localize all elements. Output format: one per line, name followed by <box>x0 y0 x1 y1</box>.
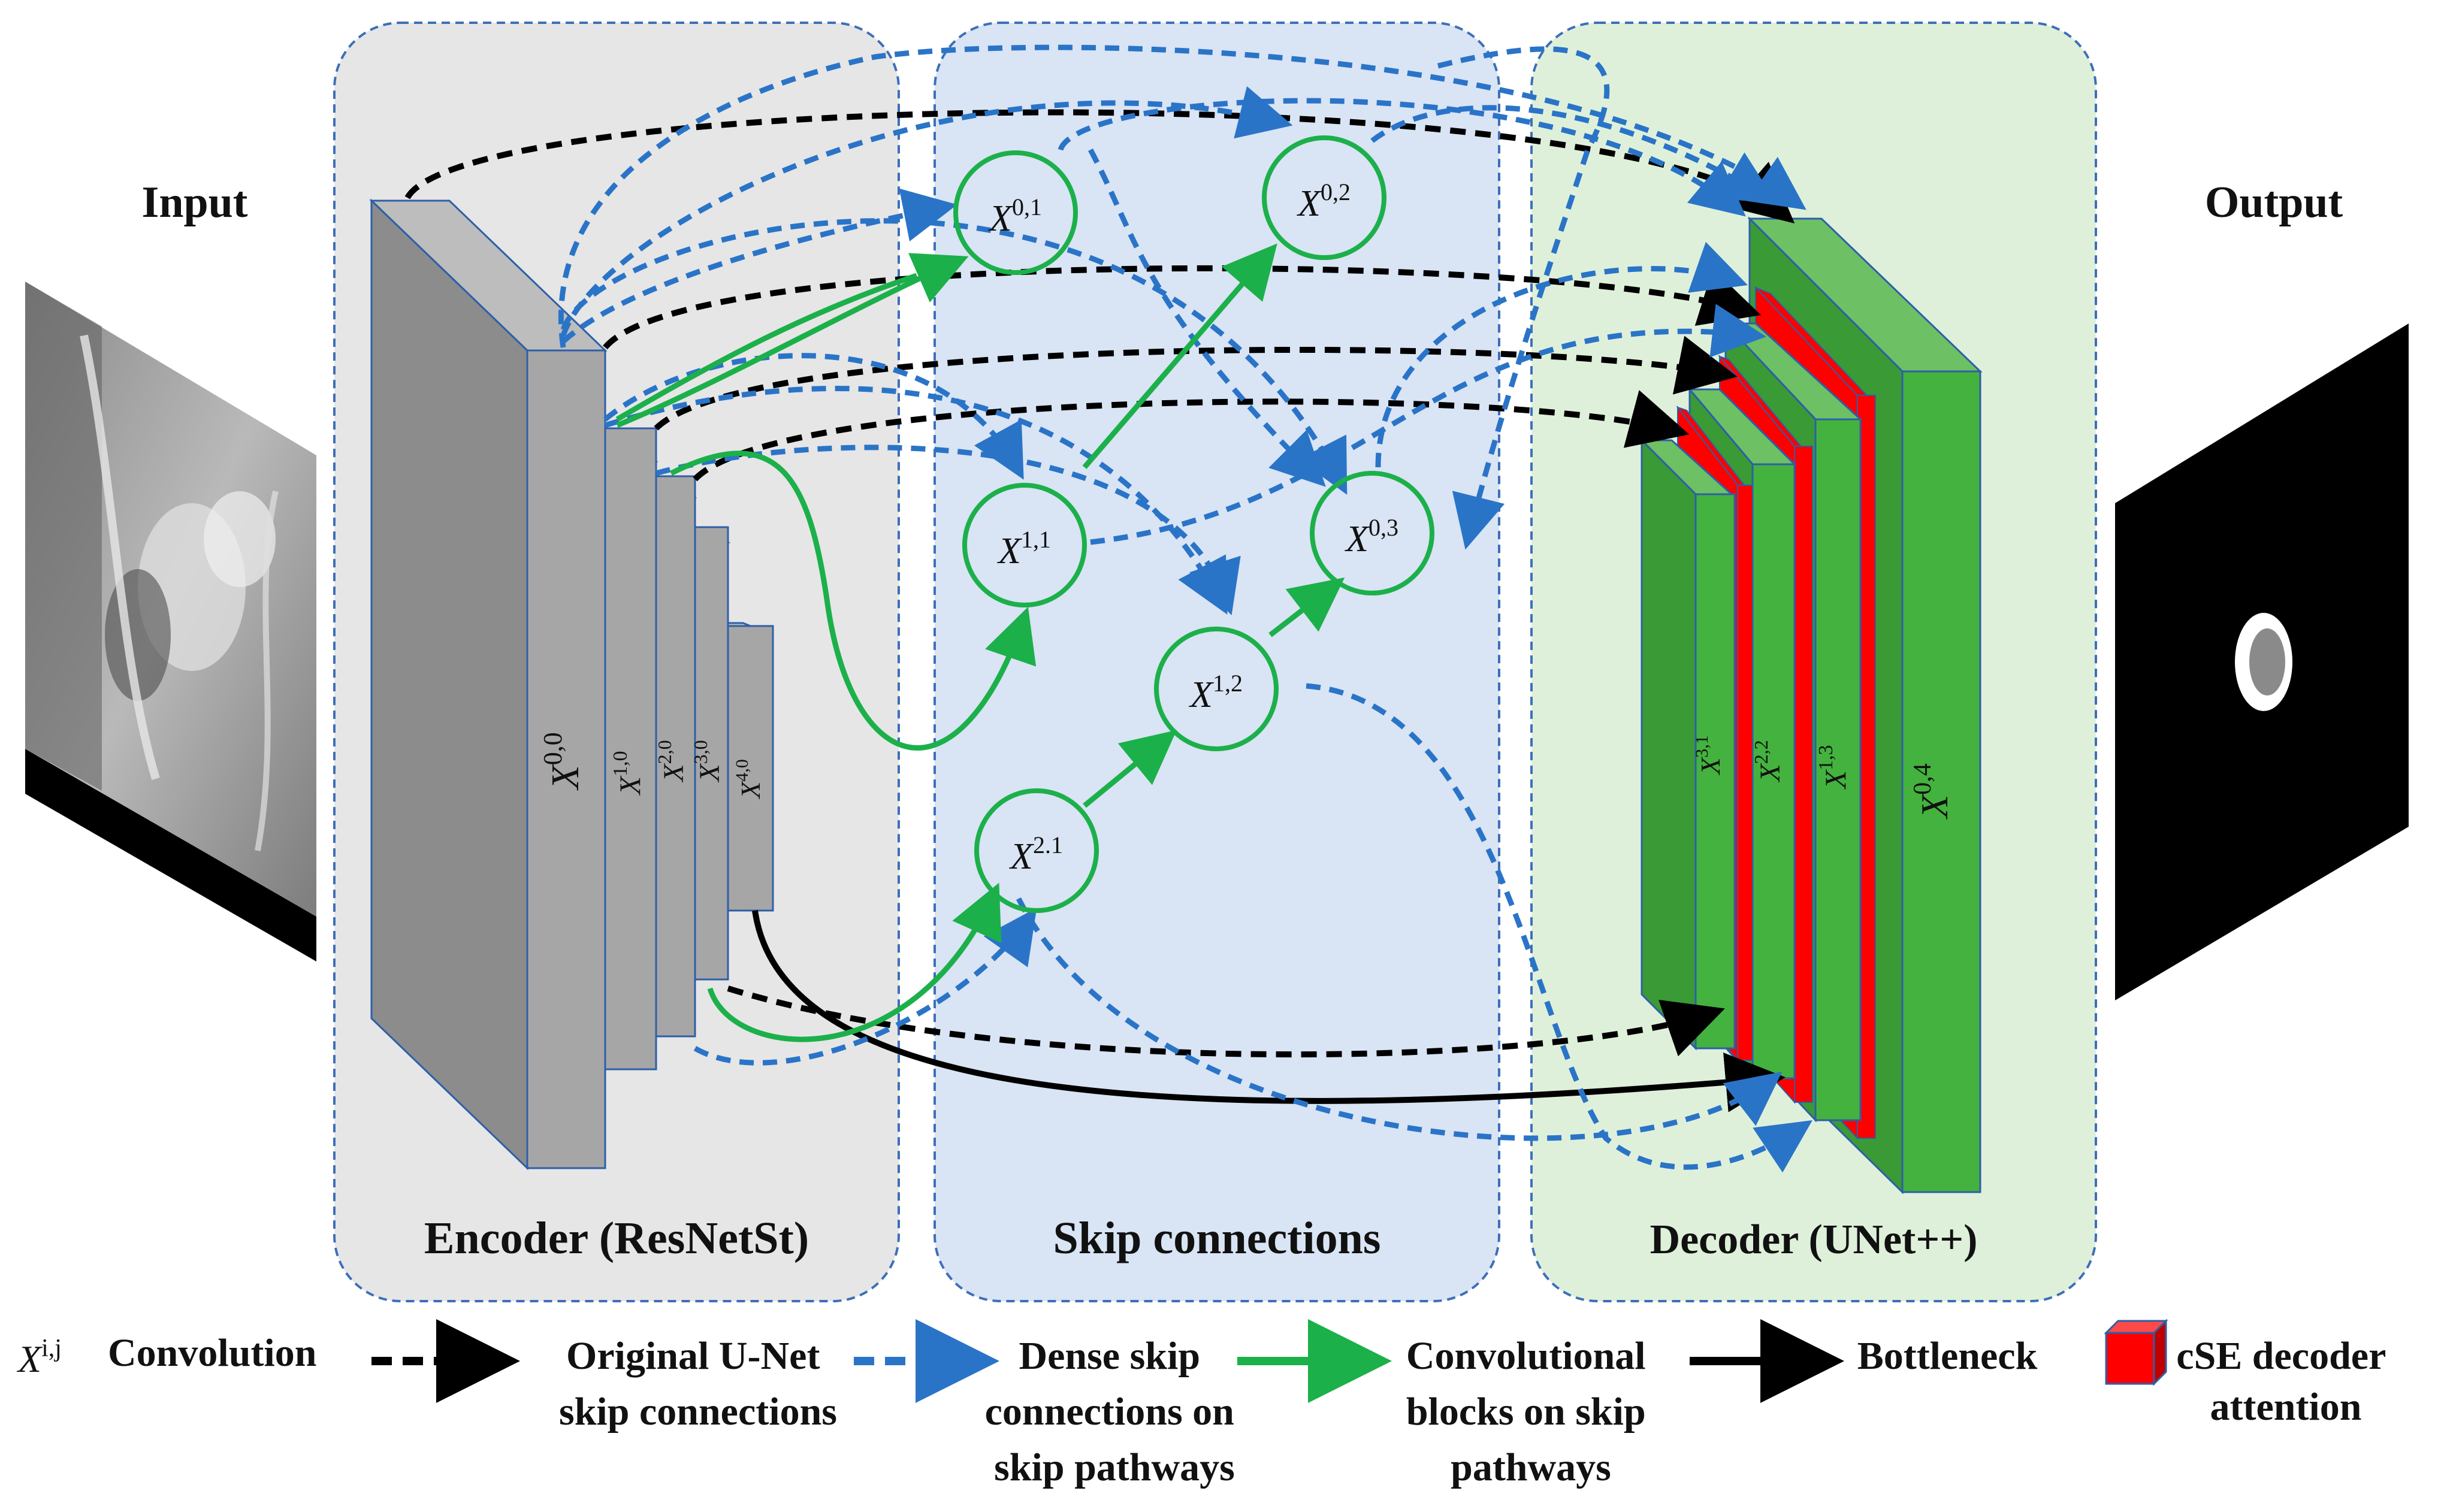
node-x02: X0,2 <box>1262 135 1386 260</box>
skip-panel-label: Skip connections <box>1053 1213 1381 1263</box>
dense-skip-connections <box>558 44 1812 1173</box>
encoder-label-x30: X3,0 <box>690 740 726 782</box>
decoder-label-x22: X2,2 <box>1750 740 1786 782</box>
svg-text:X0,2: X0,2 <box>1296 179 1351 224</box>
legend: Xi,j Convolution Original U-Net skip con… <box>16 1319 2395 1489</box>
legend-bottleneck-text: Bottleneck <box>1857 1334 2038 1378</box>
legend-original-text: Original U-Net skip connections <box>559 1334 837 1434</box>
svg-text:X0,3: X0,3 <box>1344 514 1398 560</box>
svg-text:X1,0: X1,0 <box>609 751 647 796</box>
encoder-label-x20: X2,0 <box>654 740 690 782</box>
svg-text:X0,1: X0,1 <box>987 193 1042 239</box>
skip-panel <box>934 22 1500 1302</box>
bottleneck-connection <box>752 910 1786 1112</box>
convolutional-skip-paths <box>615 243 1345 1042</box>
svg-text:X1,3: X1,3 <box>1815 745 1852 790</box>
svg-text:X0,4: X0,4 <box>1909 763 1956 820</box>
decoder-panel-label: Decoder (UNet++) <box>1650 1217 1978 1263</box>
svg-text:X3,0: X3,0 <box>690 740 726 782</box>
encoder-blocks <box>369 198 774 1171</box>
encoder-label-x40: X4,0 <box>732 759 766 800</box>
decoder-label-x31: X3,1 <box>1692 735 1726 776</box>
original-skip-connections <box>404 109 1795 1058</box>
node-x11: X1,1 <box>962 483 1087 607</box>
output-title: Output <box>2205 178 2343 227</box>
encoder-panel-label: Encoder (ResNetSt) <box>424 1213 809 1263</box>
decoder-label-x13: X1,3 <box>1815 745 1852 790</box>
svg-text:X4,0: X4,0 <box>732 759 766 800</box>
decoder-label-x04: X0,4 <box>1909 763 1956 820</box>
svg-text:X0,0: X0,0 <box>538 732 587 791</box>
encoder-label-x00: X0,0 <box>538 732 587 791</box>
legend-dense-text: Dense skip connections on skip pathways <box>985 1334 1244 1489</box>
svg-text:X2.1: X2.1 <box>1008 831 1063 877</box>
legend-symbol: Xi,j <box>16 1335 62 1380</box>
svg-text:X1,2: X1,2 <box>1188 670 1243 715</box>
input-mri-image <box>25 282 316 961</box>
node-x21: X2.1 <box>974 788 1099 913</box>
svg-text:X3,1: X3,1 <box>1692 735 1726 776</box>
output-mask-image <box>2115 323 2409 1000</box>
legend-cse-cube-icon <box>2104 1319 2168 1386</box>
legend-cse-text: cSE decoder attention <box>2176 1334 2395 1429</box>
decoder-blocks <box>1639 216 1983 1195</box>
node-x12: X1,2 <box>1154 627 1279 751</box>
encoder-label-x10: X1,0 <box>609 751 647 796</box>
input-title: Input <box>142 178 248 227</box>
svg-text:X2,0: X2,0 <box>654 740 690 782</box>
node-x03: X0,3 <box>1310 471 1434 595</box>
node-x01: X0,1 <box>953 150 1078 275</box>
legend-conv-text: Convolutional blocks on skip pathways <box>1406 1334 1655 1489</box>
svg-text:X2,2: X2,2 <box>1750 740 1786 782</box>
legend-convolution: Convolution <box>108 1331 316 1375</box>
svg-text:X1,1: X1,1 <box>996 526 1051 571</box>
